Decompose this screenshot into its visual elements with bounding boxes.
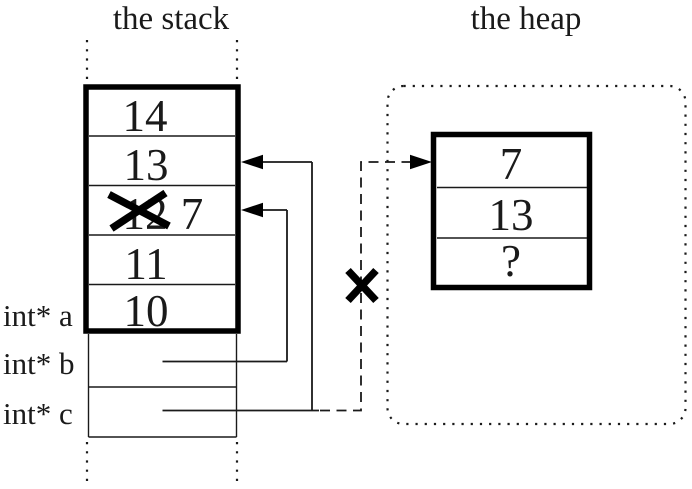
dashed-pointer-arrowhead-icon	[410, 154, 432, 170]
stack-cell-value-0: 14	[123, 91, 168, 141]
var-label-b: int* b	[3, 346, 74, 381]
dashed-pointer-arrow	[320, 154, 432, 412]
cross-out-x-icon	[107, 189, 171, 232]
pointer-b-arrow	[162, 202, 288, 363]
heap-region-outline	[386, 84, 687, 426]
heap-title: the heap	[471, 1, 582, 37]
pointer-c-arrow	[162, 154, 319, 412]
stack-cell-value-3: 11	[124, 239, 167, 289]
heap-cell-values: 7 13 ?	[489, 139, 534, 286]
invalid-pointer-x-icon	[345, 267, 379, 304]
stack-frame-box	[83, 84, 241, 334]
heap-object-dividers	[437, 186, 587, 239]
heap-cell-value-2: ?	[501, 236, 521, 286]
stack-cell-value-1: 13	[124, 140, 169, 190]
pointer-b-arrowhead-icon	[241, 202, 263, 218]
stack-cell-value-2-new: 7	[181, 189, 204, 239]
var-label-a: int* a	[3, 298, 73, 333]
stack-column-guides	[85, 40, 239, 488]
heap-object-box	[430, 131, 593, 291]
pointer-c-arrowhead-icon	[241, 154, 263, 170]
stack-frame-dividers	[89, 135, 235, 286]
pointer-variable-cells	[87, 334, 238, 438]
heap-cell-value-1: 13	[489, 190, 534, 240]
heap-cell-value-0: 7	[500, 139, 523, 189]
stack-cell-value-4: 10	[124, 286, 169, 336]
pointer-variable-labels: int* a int* b int* c	[3, 298, 74, 431]
stack-title: the stack	[113, 1, 230, 37]
var-label-c: int* c	[3, 396, 73, 431]
